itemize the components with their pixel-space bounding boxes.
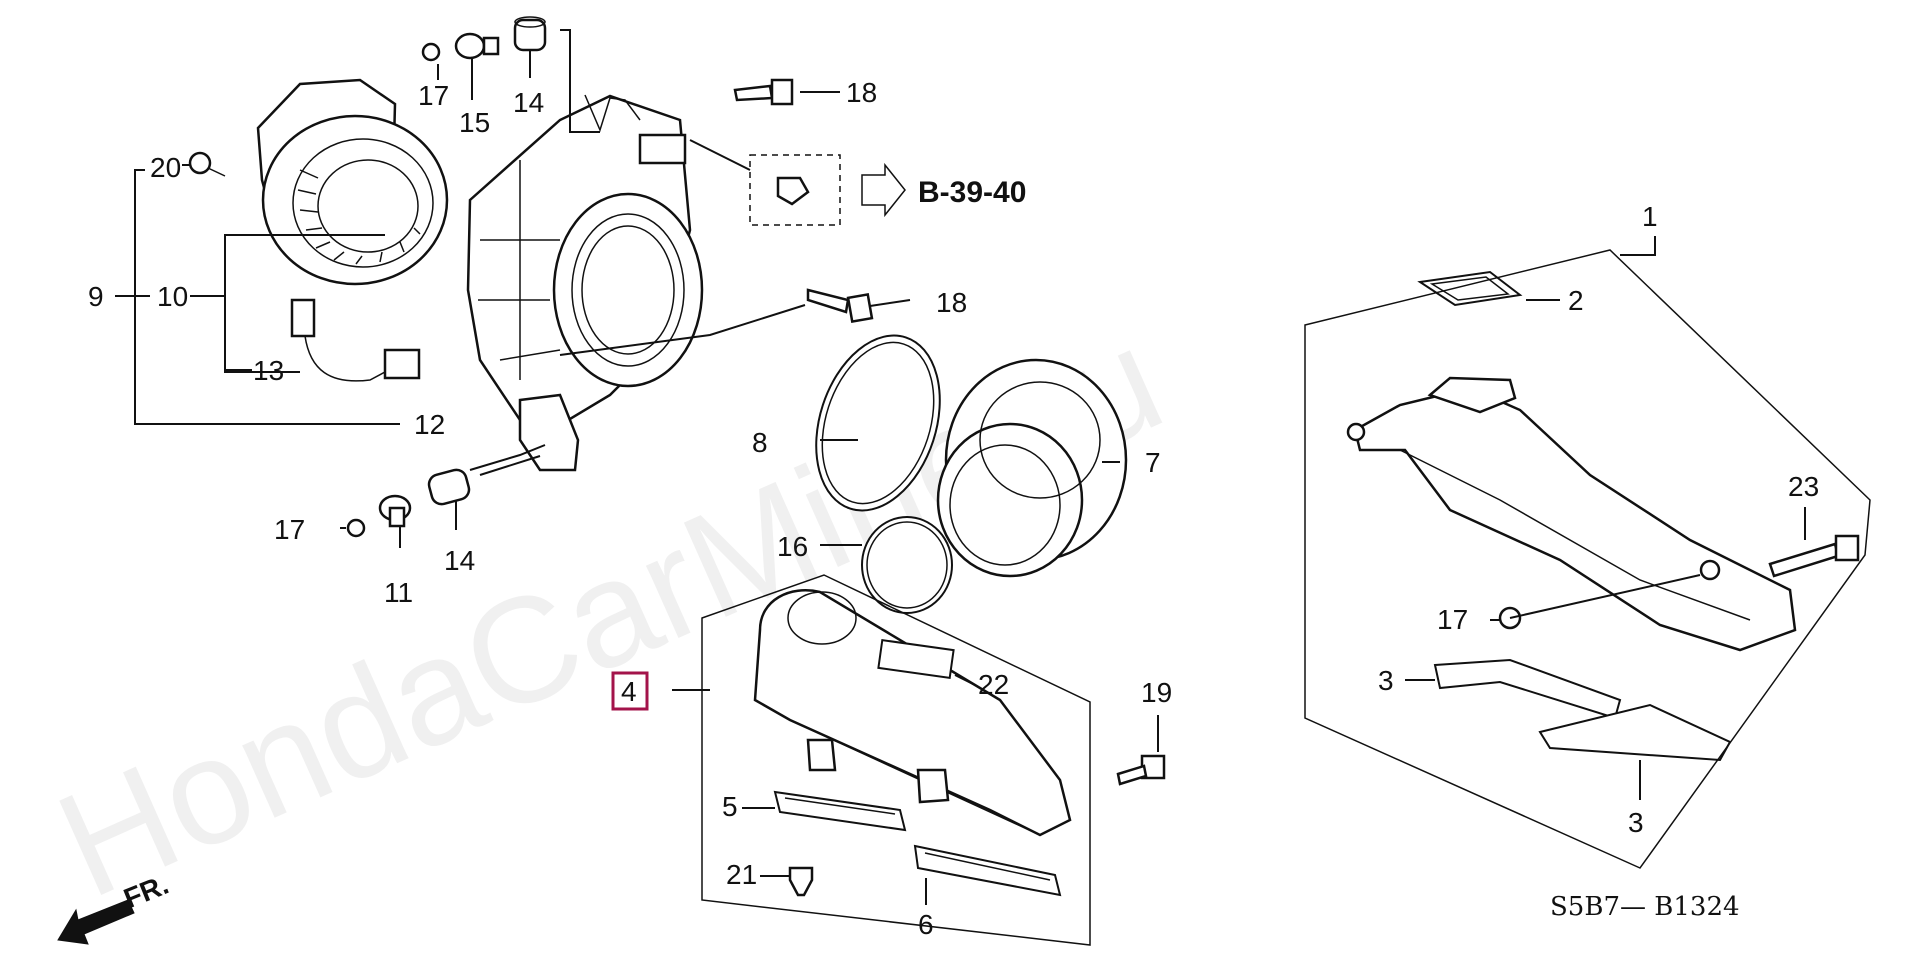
fastener-15 bbox=[454, 32, 500, 60]
callout-18b: 18 bbox=[936, 287, 967, 318]
fastener-20 bbox=[188, 151, 226, 177]
heater-duct-part bbox=[1346, 376, 1797, 652]
callout-4-highlight bbox=[611, 671, 649, 711]
callout-2: 2 bbox=[1568, 285, 1584, 316]
callout-23: 23 bbox=[1788, 471, 1819, 502]
leader-lines bbox=[115, 29, 1806, 905]
fastener-18-mid bbox=[806, 288, 874, 324]
gasket-2 bbox=[1417, 270, 1523, 307]
reference-label: B-39-40 bbox=[918, 176, 1026, 209]
callout-1: 1 bbox=[1642, 201, 1658, 232]
callout-14b: 14 bbox=[444, 545, 475, 576]
callout-15: 15 bbox=[459, 107, 490, 138]
duct-part bbox=[753, 589, 1072, 837]
gasket-6 bbox=[913, 844, 1062, 897]
gasket-8 bbox=[815, 334, 941, 512]
reference-arrow bbox=[861, 162, 906, 218]
gasket-16 bbox=[861, 516, 953, 614]
callout-9: 9 bbox=[88, 281, 104, 312]
callout-17a: 17 bbox=[418, 80, 449, 111]
callout-17c: 17 bbox=[1437, 604, 1468, 635]
callout-14a: 14 bbox=[513, 87, 544, 118]
callout-labels: 1 2 3 3 4 5 6 7 8 9 10 11 12 13 14 14 15… bbox=[88, 77, 1819, 940]
gasket-5 bbox=[773, 790, 907, 832]
fastener-14-top bbox=[513, 16, 547, 52]
callout-20: 20 bbox=[150, 152, 181, 183]
callout-5: 5 bbox=[722, 791, 738, 822]
callout-18a: 18 bbox=[846, 77, 877, 108]
callout-10: 10 bbox=[157, 281, 188, 312]
callout-8: 8 bbox=[752, 427, 768, 458]
fastener-17-top bbox=[421, 42, 441, 62]
fastener-18-top bbox=[733, 78, 794, 106]
callout-7: 7 bbox=[1145, 447, 1161, 478]
duct-joint-part bbox=[936, 358, 1128, 578]
box-4-outline bbox=[701, 574, 1091, 946]
gasket-22 bbox=[877, 638, 955, 680]
clip-21 bbox=[788, 866, 814, 897]
callout-11: 11 bbox=[384, 577, 413, 608]
callout-13: 13 bbox=[253, 355, 284, 386]
callout-3b: 3 bbox=[1628, 807, 1644, 838]
fastener-19 bbox=[1116, 754, 1166, 786]
blower-housing-part bbox=[466, 94, 704, 472]
fastener-23 bbox=[1768, 534, 1860, 578]
callout-6: 6 bbox=[918, 909, 934, 940]
callout-16: 16 bbox=[777, 531, 808, 562]
callout-3a: 3 bbox=[1378, 665, 1394, 696]
fastener-14-bottom bbox=[427, 468, 471, 506]
callout-19: 19 bbox=[1141, 677, 1172, 708]
box-1-outline bbox=[1304, 249, 1871, 869]
callout-22: 22 bbox=[978, 669, 1009, 700]
drawing-code: S5B7— B1324 bbox=[1550, 892, 1740, 922]
clip-part bbox=[776, 176, 810, 206]
blower-motor-part bbox=[256, 78, 449, 382]
gasket-3-upper bbox=[1433, 658, 1622, 720]
callout-12: 12 bbox=[414, 409, 445, 440]
callout-4: 4 bbox=[621, 676, 637, 707]
clip-detail-box bbox=[749, 154, 841, 226]
gasket-3-lower bbox=[1538, 703, 1732, 762]
fastener-11 bbox=[378, 494, 412, 528]
fastener-17-bottom bbox=[346, 518, 366, 538]
callout-21: 21 bbox=[726, 859, 757, 890]
callout-17b: 17 bbox=[274, 514, 305, 545]
